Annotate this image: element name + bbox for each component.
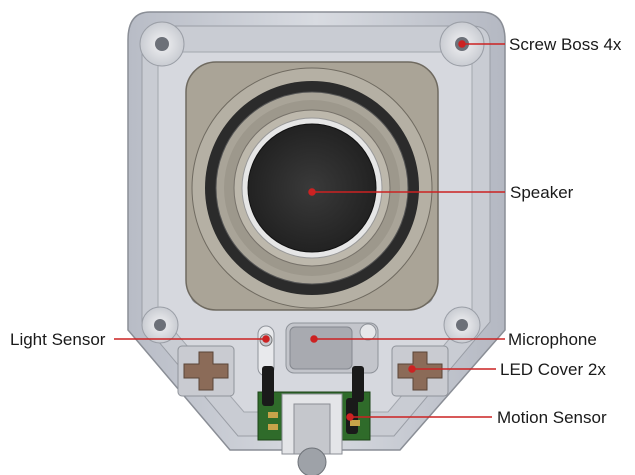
label-speaker: Speaker [510,183,574,202]
screw-boss-top-left [139,21,185,67]
label-microphone: Microphone [508,330,597,349]
speaker-driver [185,61,439,311]
screw-boss-bottom-right [443,306,481,344]
callout-leaders [114,40,505,421]
microphone-housing [285,322,379,374]
led-cover-left [177,345,235,397]
label-motion-sensor: Motion Sensor [497,408,607,427]
label-led-cover: LED Cover 2x [500,360,606,379]
led-cover-right [391,345,449,397]
label-screw-boss: Screw Boss 4x [509,35,622,54]
label-light-sensor: Light Sensor [10,330,106,349]
screw-boss-bottom-left [141,306,179,344]
